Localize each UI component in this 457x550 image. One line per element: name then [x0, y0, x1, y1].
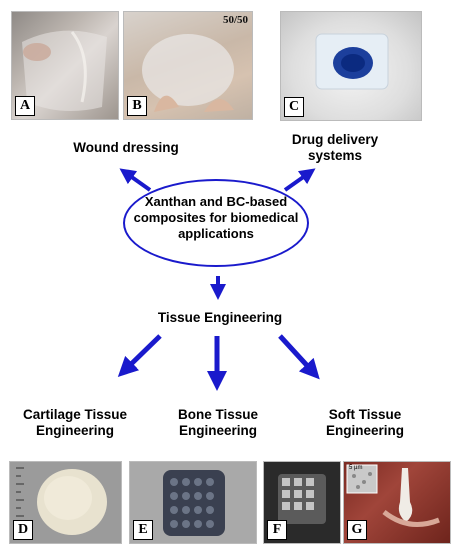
bone-label: Bone Tissue Engineering [143, 407, 293, 439]
center-line2: composites for biomedical [133, 210, 299, 225]
photo-b-label: B [127, 96, 147, 116]
photo-a-label: A [15, 96, 35, 116]
film-on-hand-illustration [142, 34, 234, 112]
bone-line2: Engineering [178, 423, 257, 438]
gel-with-dye-illustration [315, 33, 389, 90]
arrow-to-wound-dressing [119, 168, 152, 192]
tissue-engineering-label: Tissue Engineering [157, 310, 283, 325]
photo-f: F [263, 461, 341, 544]
arrow-to-soft [278, 334, 320, 380]
arrow-to-cartilage [117, 334, 162, 377]
ratio-label: 50/50 [222, 14, 248, 26]
cartilage-line1: Cartilage Tissue [22, 407, 128, 422]
scale-bar-label: 5 µm [349, 465, 363, 471]
center-line1: Xanthan and BC-based [144, 194, 288, 209]
drug-delivery-label: Drug delivery systems [270, 132, 400, 164]
center-line3: applications [178, 226, 254, 241]
photo-f-label: F [267, 520, 287, 540]
bone-scaffold-illustration [163, 470, 225, 536]
photo-d-label: D [13, 520, 33, 540]
center-ellipse [123, 179, 309, 267]
soft-scaffold-illustration [278, 474, 326, 524]
photo-b: 50/50 B [123, 11, 253, 120]
photo-c: C [280, 11, 422, 121]
soft-line1: Soft Tissue [328, 407, 402, 422]
cartilage-scaffold-illustration [16, 467, 107, 535]
photo-d: D [9, 461, 122, 544]
photo-g-label: G [347, 520, 367, 540]
photo-c-label: C [284, 97, 304, 117]
photo-a: A [11, 11, 119, 120]
cartilage-label: Cartilage Tissue Engineering [0, 407, 150, 439]
drug-delivery-line1: Drug delivery [291, 132, 379, 147]
arrow-to-drug-delivery [283, 168, 316, 192]
photo-g: 5 µm G [343, 461, 451, 544]
soft-line2: Engineering [325, 423, 404, 438]
soft-label: Soft Tissue Engineering [290, 407, 440, 439]
implant-illustration [346, 464, 440, 527]
photo-e: E [129, 461, 257, 544]
film-illustration [22, 30, 107, 112]
center-label: Xanthan and BC-based composites for biom… [128, 194, 304, 242]
bone-line1: Bone Tissue [177, 407, 259, 422]
wound-dressing-label: Wound dressing [73, 140, 179, 155]
drug-delivery-line2: systems [307, 148, 363, 163]
photo-e-label: E [133, 520, 153, 540]
cartilage-line2: Engineering [35, 423, 114, 438]
